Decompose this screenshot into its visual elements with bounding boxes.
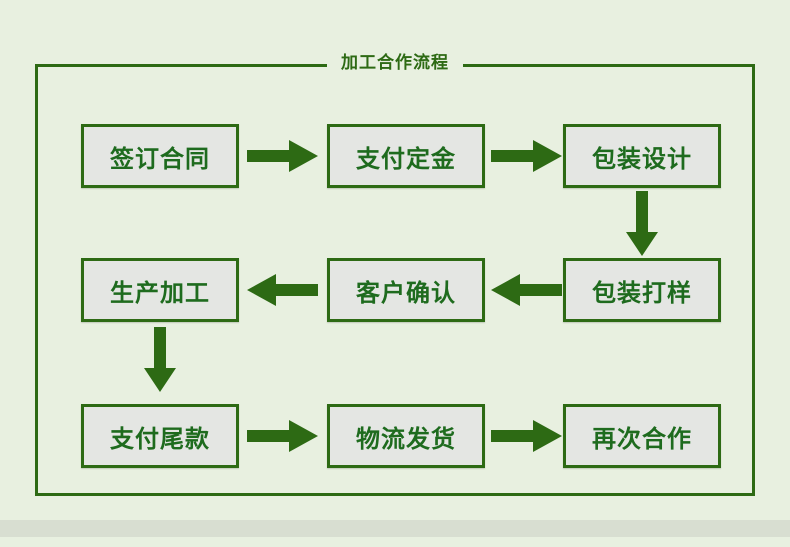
node-production-processing[interactable]: 生产加工	[81, 258, 239, 322]
arrow-down-icon	[143, 327, 177, 393]
arrow-right-icon	[491, 139, 563, 173]
node-label: 客户确认	[356, 278, 456, 307]
node-label: 支付定金	[356, 144, 456, 173]
bottom-divider-band	[0, 520, 790, 537]
node-cooperate-again[interactable]: 再次合作	[563, 404, 721, 468]
diagram-title-text: 加工合作流程	[327, 53, 463, 73]
arrow-left-icon	[247, 273, 319, 307]
node-pay-deposit[interactable]: 支付定金	[327, 124, 485, 188]
arrow-right-icon	[491, 419, 563, 453]
node-package-design[interactable]: 包装设计	[563, 124, 721, 188]
arrow-right-icon	[247, 139, 319, 173]
node-label: 包装打样	[592, 278, 692, 307]
node-label: 签订合同	[110, 144, 210, 173]
node-label: 生产加工	[110, 278, 210, 307]
arrow-right-icon	[247, 419, 319, 453]
node-label: 物流发货	[356, 424, 456, 453]
node-label: 再次合作	[592, 424, 692, 453]
arrow-down-icon	[625, 191, 659, 257]
node-package-sample[interactable]: 包装打样	[563, 258, 721, 322]
node-label: 支付尾款	[110, 424, 210, 453]
node-sign-contract[interactable]: 签订合同	[81, 124, 239, 188]
arrow-left-icon	[491, 273, 563, 307]
node-customer-confirm[interactable]: 客户确认	[327, 258, 485, 322]
node-logistics-shipping[interactable]: 物流发货	[327, 404, 485, 468]
node-label: 包装设计	[592, 144, 692, 173]
node-pay-balance[interactable]: 支付尾款	[81, 404, 239, 468]
diagram-title: 加工合作流程	[0, 50, 790, 76]
bottom-spacer-band	[0, 537, 790, 547]
